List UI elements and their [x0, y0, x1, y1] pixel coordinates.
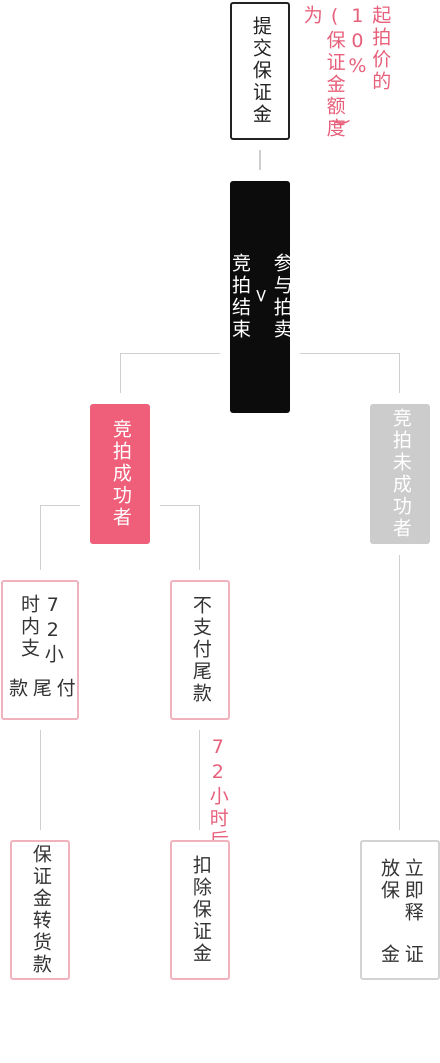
connector-deposit-to-auction — [259, 150, 261, 170]
node-auction-label: 参与拍卖 — [270, 253, 293, 341]
connector-winner-right-h — [160, 505, 200, 506]
node-no-pay: 不支付尾款 — [170, 580, 230, 720]
connector-nopay-to-deduct — [199, 730, 200, 830]
arrow-icon: > — [250, 287, 272, 307]
node-winner: 竞拍成功者 — [90, 404, 150, 544]
node-loser-label: 竞拍未成功者 — [389, 408, 412, 540]
connector-auction-right-v — [399, 353, 400, 393]
connector-auction-left-v — [120, 353, 121, 393]
connector-winner-left-h — [40, 505, 80, 506]
node-no-pay-label: 不支付尾款 — [189, 595, 212, 705]
node-deduct-deposit: 扣除保证金 — [170, 840, 230, 980]
node-loser: 竞拍未成功者 — [370, 404, 430, 544]
node-deposit-to-payment-label: 保证金转货款 — [29, 844, 52, 976]
node-deposit-to-payment: 保证金转货款 — [10, 840, 70, 980]
node-pay-within-line1: 72小时内支 — [18, 594, 64, 666]
node-auction-end-label: 竞拍结束 — [228, 253, 251, 341]
connector-auction-left-h — [120, 353, 220, 354]
node-deduct-deposit-label: 扣除保证金 — [189, 855, 212, 965]
node-pay-within-line2: 付尾款 — [6, 677, 76, 700]
node-release-deposit: 立即释放保 证金 — [360, 840, 440, 980]
node-pay-within: 72小时内支 付尾款 — [1, 580, 79, 720]
connector-winner-left-v — [40, 505, 41, 570]
node-auction: 参与拍卖 > 竞拍结束 — [228, 181, 293, 413]
connector-loser-to-release — [399, 555, 400, 830]
node-submit-deposit: 提交保证金 — [230, 2, 290, 140]
note-after-72h: 72小时后 — [206, 736, 229, 852]
note-deposit-rule-line2: (保证金额度为 — [300, 5, 346, 140]
note-deposit-rule-line1: 起拍价的10% — [346, 5, 392, 93]
connector-auction-right-h — [300, 353, 400, 354]
node-submit-deposit-label: 提交保证金 — [249, 16, 272, 126]
connector-winner-right-v — [199, 505, 200, 570]
connector-pay-to-transfer — [40, 730, 41, 830]
node-winner-label: 竞拍成功者 — [109, 419, 132, 529]
note-deposit-rule: 起拍价的10% (保证金额度为 — [300, 5, 391, 145]
node-release-deposit-line2: 证金 — [378, 943, 424, 966]
node-release-deposit-line1: 立即释放保 — [378, 858, 424, 924]
note-deposit-rule-close: ) — [330, 118, 353, 129]
